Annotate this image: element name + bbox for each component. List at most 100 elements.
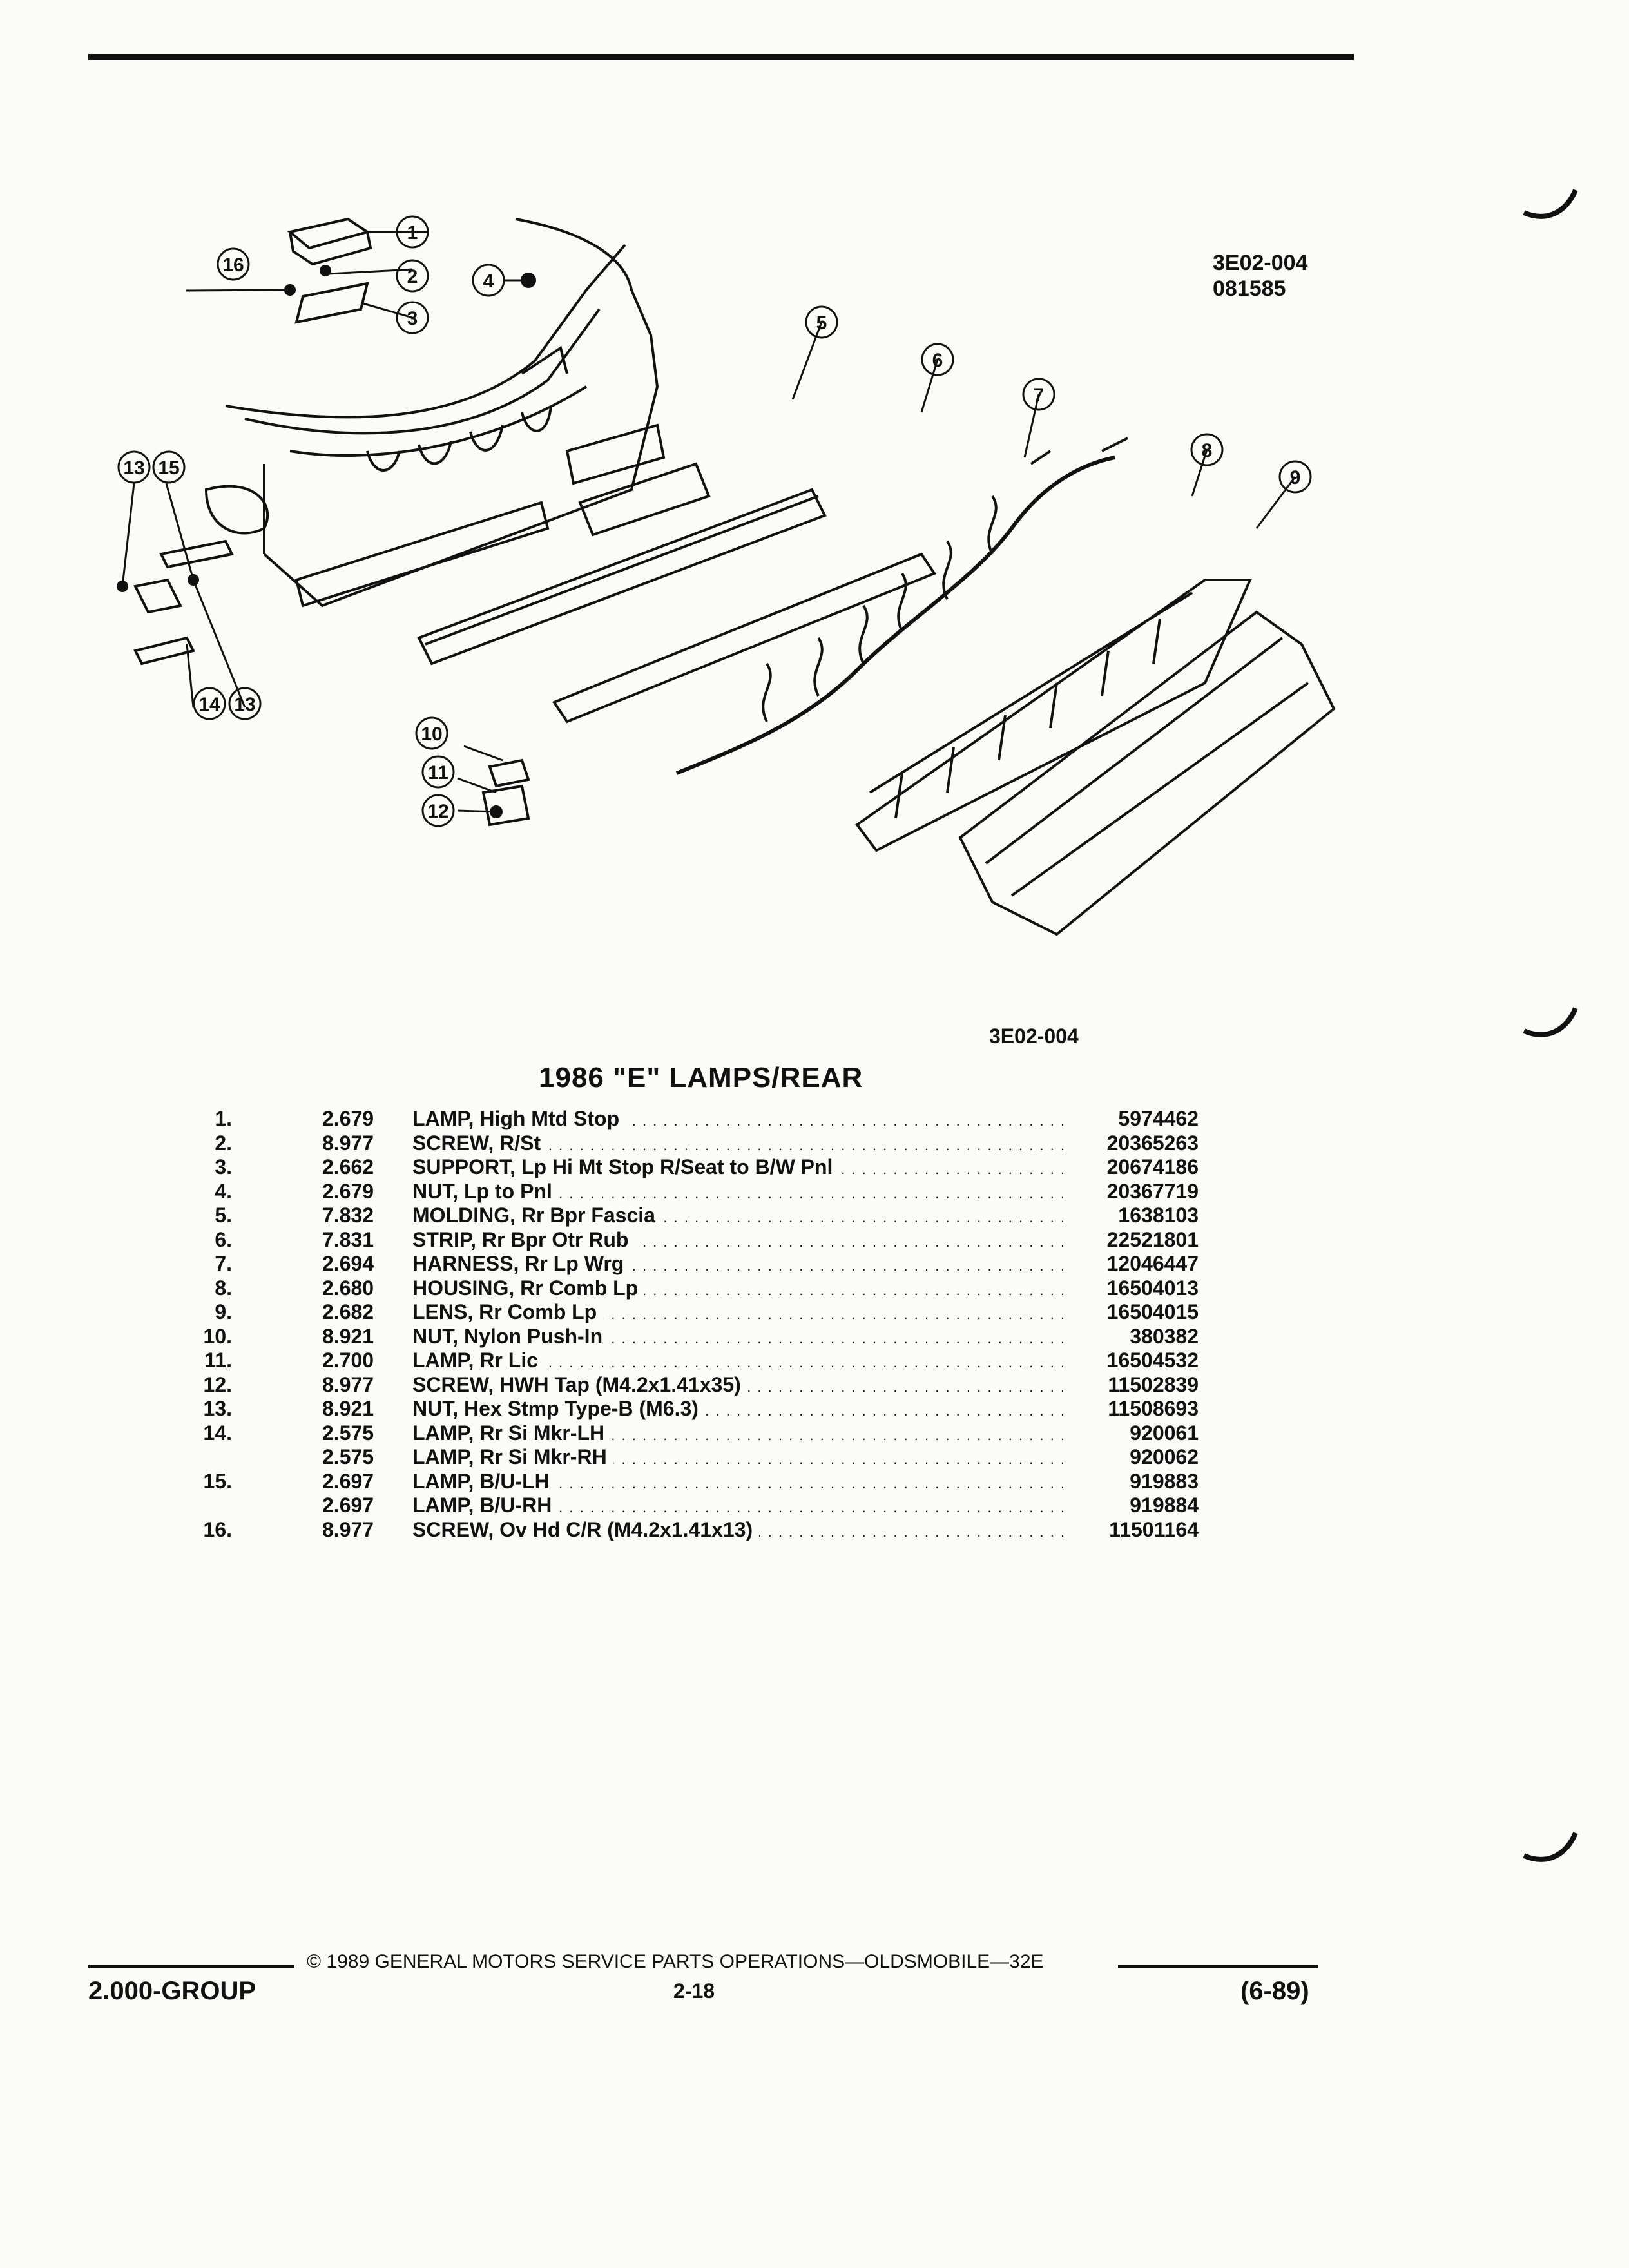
part-description-cell: SCREW, Ov Hd C/R (M4.2x1.41x13) — [412, 1517, 1070, 1542]
callout-13-upper: 13 — [123, 457, 144, 479]
part-description: LAMP, B/U-LH — [412, 1469, 556, 1493]
part-description-cell: NUT, Nylon Push-In — [412, 1324, 1070, 1349]
illustration-reference: 3E02-004 081585 — [1213, 250, 1307, 302]
group-number: 2.697 — [322, 1469, 374, 1493]
part-description: NUT, Lp to Pnl — [412, 1179, 559, 1203]
part-description: LAMP, Rr Lic — [412, 1349, 545, 1372]
part-description: MOLDING, Rr Bpr Fascia — [412, 1204, 662, 1227]
parts-row: 7. 2.694 HARNESS, Rr Lp Wrg 12046447 — [193, 1252, 1199, 1276]
part-description: LENS, Rr Comb Lp — [412, 1300, 604, 1323]
group-number: 2.682 — [322, 1300, 374, 1323]
callout-5: 5 — [816, 312, 827, 334]
part-number: 11502839 — [1108, 1372, 1199, 1396]
top-rule — [88, 54, 1354, 60]
part-number: 11508693 — [1108, 1397, 1199, 1420]
part-description-cell: SCREW, R/St — [412, 1131, 1070, 1155]
figure-code: 3E02-004 — [989, 1024, 1079, 1048]
parts-row: 6. 7.831 STRIP, Rr Bpr Otr Rub 22521801 — [193, 1227, 1199, 1253]
exploded-parts-diagram: 1 2 3 4 5 6 7 8 9 10 11 12 13 13 14 15 1… — [117, 215, 1336, 936]
item-number: 6. — [215, 1227, 232, 1251]
part-number: 22521801 — [1106, 1227, 1199, 1251]
group-number: 2.575 — [322, 1421, 374, 1445]
part-description: SCREW, R/St — [412, 1131, 548, 1155]
section-title: 1986 "E" LAMPS/REAR — [539, 1062, 863, 1093]
part-number: 16504015 — [1106, 1300, 1199, 1323]
high-mount-stop-lamp — [284, 217, 536, 324]
item-number: 2. — [215, 1131, 232, 1155]
group-number: 7.832 — [322, 1204, 374, 1227]
part-number: 20367719 — [1106, 1179, 1199, 1203]
callout-4: 4 — [483, 271, 494, 292]
group-number: 2.679 — [322, 1179, 374, 1203]
item-number: 7. — [215, 1252, 232, 1275]
item-number: 16. — [203, 1517, 232, 1541]
part-number: 20365263 — [1106, 1131, 1199, 1155]
callout-9: 9 — [1290, 467, 1301, 488]
footer-rule-left — [88, 1965, 294, 1968]
part-description: SCREW, HWH Tap (M4.2x1.41x35) — [412, 1372, 747, 1396]
group-number: 7.831 — [322, 1227, 374, 1251]
part-description-cell: LAMP, Rr Si Mkr-LH — [412, 1421, 1070, 1445]
footer-rule-right — [1118, 1965, 1318, 1968]
binder-hole-mark-1 — [1523, 189, 1578, 219]
part-description-cell: LENS, Rr Comb Lp — [412, 1300, 1070, 1324]
license-lamp-parts — [481, 758, 530, 827]
group-number: 8.977 — [322, 1517, 374, 1541]
part-description: SCREW, Ov Hd C/R (M4.2x1.41x13) — [412, 1517, 760, 1541]
item-number: 15. — [203, 1469, 232, 1493]
callout-1: 1 — [407, 222, 418, 244]
part-description-cell: HOUSING, Rr Comb Lp — [412, 1276, 1070, 1300]
callout-6: 6 — [932, 350, 943, 371]
part-number: 12046447 — [1106, 1252, 1199, 1275]
part-number: 920062 — [1130, 1445, 1199, 1468]
item-number: 5. — [215, 1204, 232, 1227]
part-description: LAMP, Rr Si Mkr-LH — [412, 1421, 612, 1445]
callout-2: 2 — [407, 266, 418, 287]
page-number: 2-18 — [673, 1979, 715, 2003]
part-description: HARNESS, Rr Lp Wrg — [412, 1252, 631, 1275]
part-description-cell: LAMP, B/U-RH — [412, 1494, 1070, 1517]
group-number: 2.679 — [322, 1107, 374, 1130]
group-number: 8.921 — [322, 1397, 374, 1420]
group-number: 2.662 — [322, 1155, 374, 1178]
part-description: LAMP, High Mtd Stop — [412, 1107, 626, 1130]
part-description-cell: LAMP, Rr Si Mkr-RH — [412, 1445, 1070, 1469]
part-description: LAMP, B/U-RH — [412, 1494, 559, 1517]
item-number: 3. — [215, 1155, 232, 1178]
part-description-cell: LAMP, B/U-LH — [412, 1469, 1070, 1494]
group-number: 2.694 — [322, 1252, 374, 1275]
side-marker-lamps — [117, 539, 234, 666]
part-number: 920061 — [1130, 1421, 1199, 1445]
strip-rear-bumper-rub — [552, 552, 937, 724]
part-number: 380382 — [1130, 1324, 1199, 1348]
group-number: 8.921 — [322, 1324, 374, 1348]
item-number: 10. — [203, 1324, 232, 1348]
footer-copyright: © 1989 GENERAL MOTORS SERVICE PARTS OPER… — [307, 1951, 1044, 1972]
part-description-cell: SCREW, HWH Tap (M4.2x1.41x35) — [412, 1372, 1070, 1397]
rear-combination-lamp-lens — [958, 610, 1336, 936]
part-description-cell: SUPPORT, Lp Hi Mt Stop R/Seat to B/W Pnl — [412, 1155, 1070, 1179]
part-description-cell: HARNESS, Rr Lp Wrg — [412, 1252, 1070, 1276]
binder-hole-mark-3 — [1523, 1832, 1578, 1862]
callout-12: 12 — [427, 801, 448, 822]
callout-14: 14 — [198, 694, 220, 715]
part-number: 16504013 — [1106, 1276, 1199, 1300]
callout-7: 7 — [1034, 385, 1045, 406]
callout-10: 10 — [421, 724, 442, 745]
part-description-cell: STRIP, Rr Bpr Otr Rub — [412, 1227, 1070, 1252]
part-description: SUPPORT, Lp Hi Mt Stop R/Seat to B/W Pnl — [412, 1155, 840, 1178]
item-number: 12. — [203, 1372, 232, 1396]
part-description-cell: NUT, Lp to Pnl — [412, 1179, 1070, 1204]
part-number: 5974462 — [1118, 1107, 1199, 1130]
callout-circles: 1 2 3 4 5 6 7 8 9 10 11 12 13 13 14 15 1… — [117, 215, 1312, 827]
rear-lamp-wiring-harness — [675, 437, 1128, 775]
callout-leaders — [121, 231, 1296, 813]
